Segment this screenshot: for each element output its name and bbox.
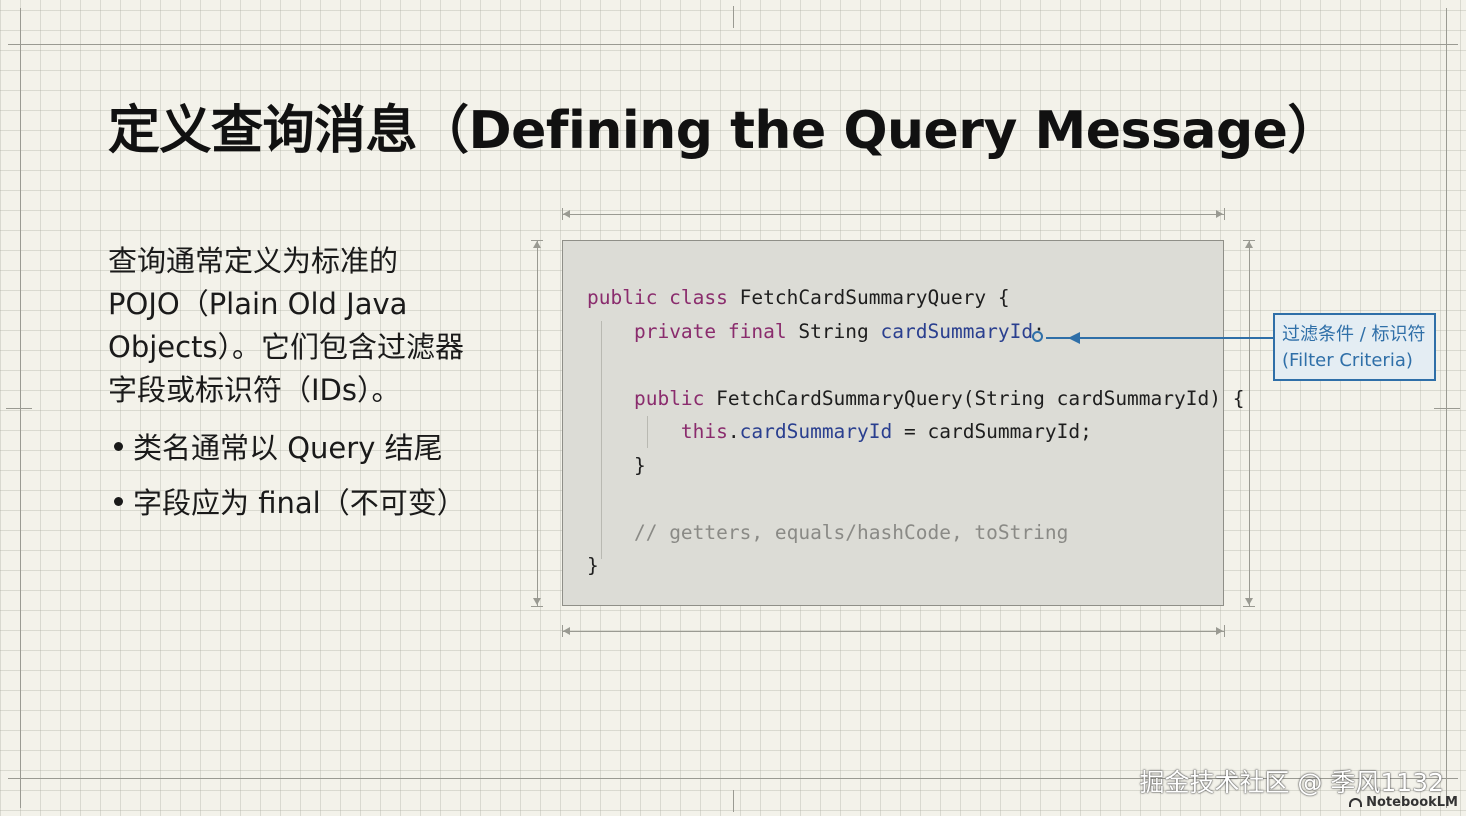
dimension-tick <box>1243 240 1255 241</box>
code-text: . <box>727 420 740 443</box>
dimension-arrow-icon <box>533 241 541 248</box>
code-text: = cardSummaryId; <box>892 420 1092 443</box>
callout-anchor-circle-icon <box>1032 331 1043 342</box>
code-field: cardSummaryId <box>880 319 1034 343</box>
dimension-line-top <box>562 214 1224 215</box>
code-text: FetchCardSummaryQuery(String cardSummary… <box>704 386 1245 410</box>
callout-label: 过滤条件 / 标识符 <box>1282 324 1426 345</box>
dimension-tick <box>531 606 543 607</box>
dimension-arrow-icon <box>533 598 541 605</box>
dimension-tick <box>531 240 543 241</box>
dimension-line-right <box>1249 240 1250 606</box>
code-keyword: private final <box>633 319 787 343</box>
code-block: public class FetchCardSummaryQuery { pri… <box>587 281 1244 583</box>
dimension-line-left <box>537 240 538 606</box>
frame-tick-left-center <box>6 408 32 409</box>
frame-tick-bottom-center <box>733 790 734 812</box>
indent-guide <box>601 321 602 559</box>
callout-sublabel: (Filter Criteria) <box>1282 350 1413 371</box>
description-text: 查询通常定义为标准的 POJO（Plain Old Java Objects）。… <box>108 244 465 407</box>
brand-logo: NotebookLM <box>1349 795 1458 810</box>
dimension-tick <box>1224 208 1225 220</box>
dimension-arrow-icon <box>1216 627 1223 635</box>
frame-tick-top-center <box>733 6 734 28</box>
code-keyword: public <box>633 386 705 410</box>
code-text: FetchCardSummaryQuery { <box>727 286 1010 309</box>
code-comment: // getters, equals/hashCode, toString <box>633 520 1069 544</box>
dimension-tick <box>1224 625 1225 637</box>
list-item: 字段应为 final（不可变） <box>108 479 466 523</box>
notebooklm-icon <box>1349 798 1363 807</box>
bullet-list: 类名通常以 Query 结尾 字段应为 final（不可变） <box>108 424 466 534</box>
dimension-tick <box>562 208 563 220</box>
dimension-tick <box>562 625 563 637</box>
code-field: cardSummaryId <box>739 420 893 443</box>
code-keyword: this <box>680 420 728 443</box>
callout-arrow-icon <box>1068 332 1080 344</box>
dimension-line-bottom <box>562 631 1224 632</box>
frame-line-bottom <box>8 778 1458 779</box>
code-text: } <box>633 453 646 477</box>
bullet-text: 字段应为 final（不可变） <box>133 486 466 520</box>
indent-guide <box>647 416 648 448</box>
dimension-arrow-icon <box>1245 241 1253 248</box>
code-panel: public class FetchCardSummaryQuery { pri… <box>562 240 1244 606</box>
watermark-text: 掘金技术社区 @ 季风1132 <box>1139 768 1444 797</box>
dimension-arrow-icon <box>563 210 570 218</box>
bullet-text: 类名通常以 Query 结尾 <box>133 431 443 465</box>
bullet-dot-icon <box>114 496 123 506</box>
brand-name: NotebookLM <box>1366 795 1458 810</box>
bullet-dot-icon <box>114 441 123 451</box>
dimension-tick <box>1243 606 1255 607</box>
dimension-arrow-icon <box>1216 210 1223 218</box>
frame-line-top <box>8 44 1458 45</box>
callout-box: 过滤条件 / 标识符 (Filter Criteria) <box>1273 313 1436 381</box>
frame-tick-right-center <box>1434 408 1460 409</box>
page-title: 定义查询消息（Defining the Query Message） <box>108 101 1339 161</box>
callout-connector-line <box>1046 337 1274 339</box>
code-text: } <box>587 554 599 577</box>
dimension-arrow-icon <box>563 627 570 635</box>
dimension-arrow-icon <box>1245 598 1253 605</box>
code-keyword: public class <box>587 286 728 309</box>
code-text: String <box>786 319 881 343</box>
list-item: 类名通常以 Query 结尾 <box>108 424 466 468</box>
